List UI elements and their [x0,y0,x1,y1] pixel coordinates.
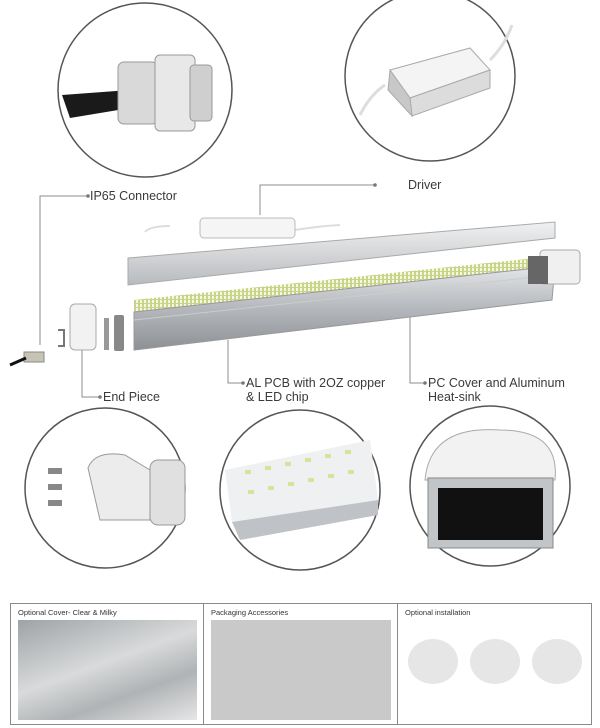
callout-al-pcb-line1: AL PCB with 2OZ copper [246,376,386,390]
panel-title: Packaging Accessories [211,608,289,617]
installation-image-3 [532,639,582,684]
panel-optional-cover: Optional Cover- Clear & Milky [10,603,205,725]
led-pcb-closeup [219,409,381,571]
end-piece-closeup [24,407,186,569]
callout-lines [39,184,425,398]
heatsink-closeup [409,405,571,567]
callout-driver: Driver [408,178,442,192]
callout-pc-cover-line1: PC Cover and Aluminum [428,376,565,390]
panel-optional-installation: Optional installation [397,603,592,725]
callout-al-pcb: AL PCB with 2OZ copper & LED chip [246,376,385,404]
callout-al-pcb-line2: & LED chip [246,390,309,404]
accessories-photo [211,620,391,720]
installation-image-1 [408,639,458,684]
panel-packaging-accessories: Packaging Accessories [203,603,399,725]
callout-pc-cover-line2: Heat-sink [428,390,481,404]
callout-pc-cover: PC Cover and Aluminum Heat-sink [428,376,565,404]
panel-title: Optional Cover- Clear & Milky [18,608,117,617]
cover-photo [18,620,197,720]
exploded-fixture [9,217,581,367]
installation-image-2 [470,639,520,684]
callout-end-piece: End Piece [103,390,160,404]
panel-title: Optional installation [405,608,471,617]
driver-closeup [344,0,516,162]
callout-ip65-connector: IP65 Connector [90,189,177,203]
connector-closeup [57,2,233,178]
